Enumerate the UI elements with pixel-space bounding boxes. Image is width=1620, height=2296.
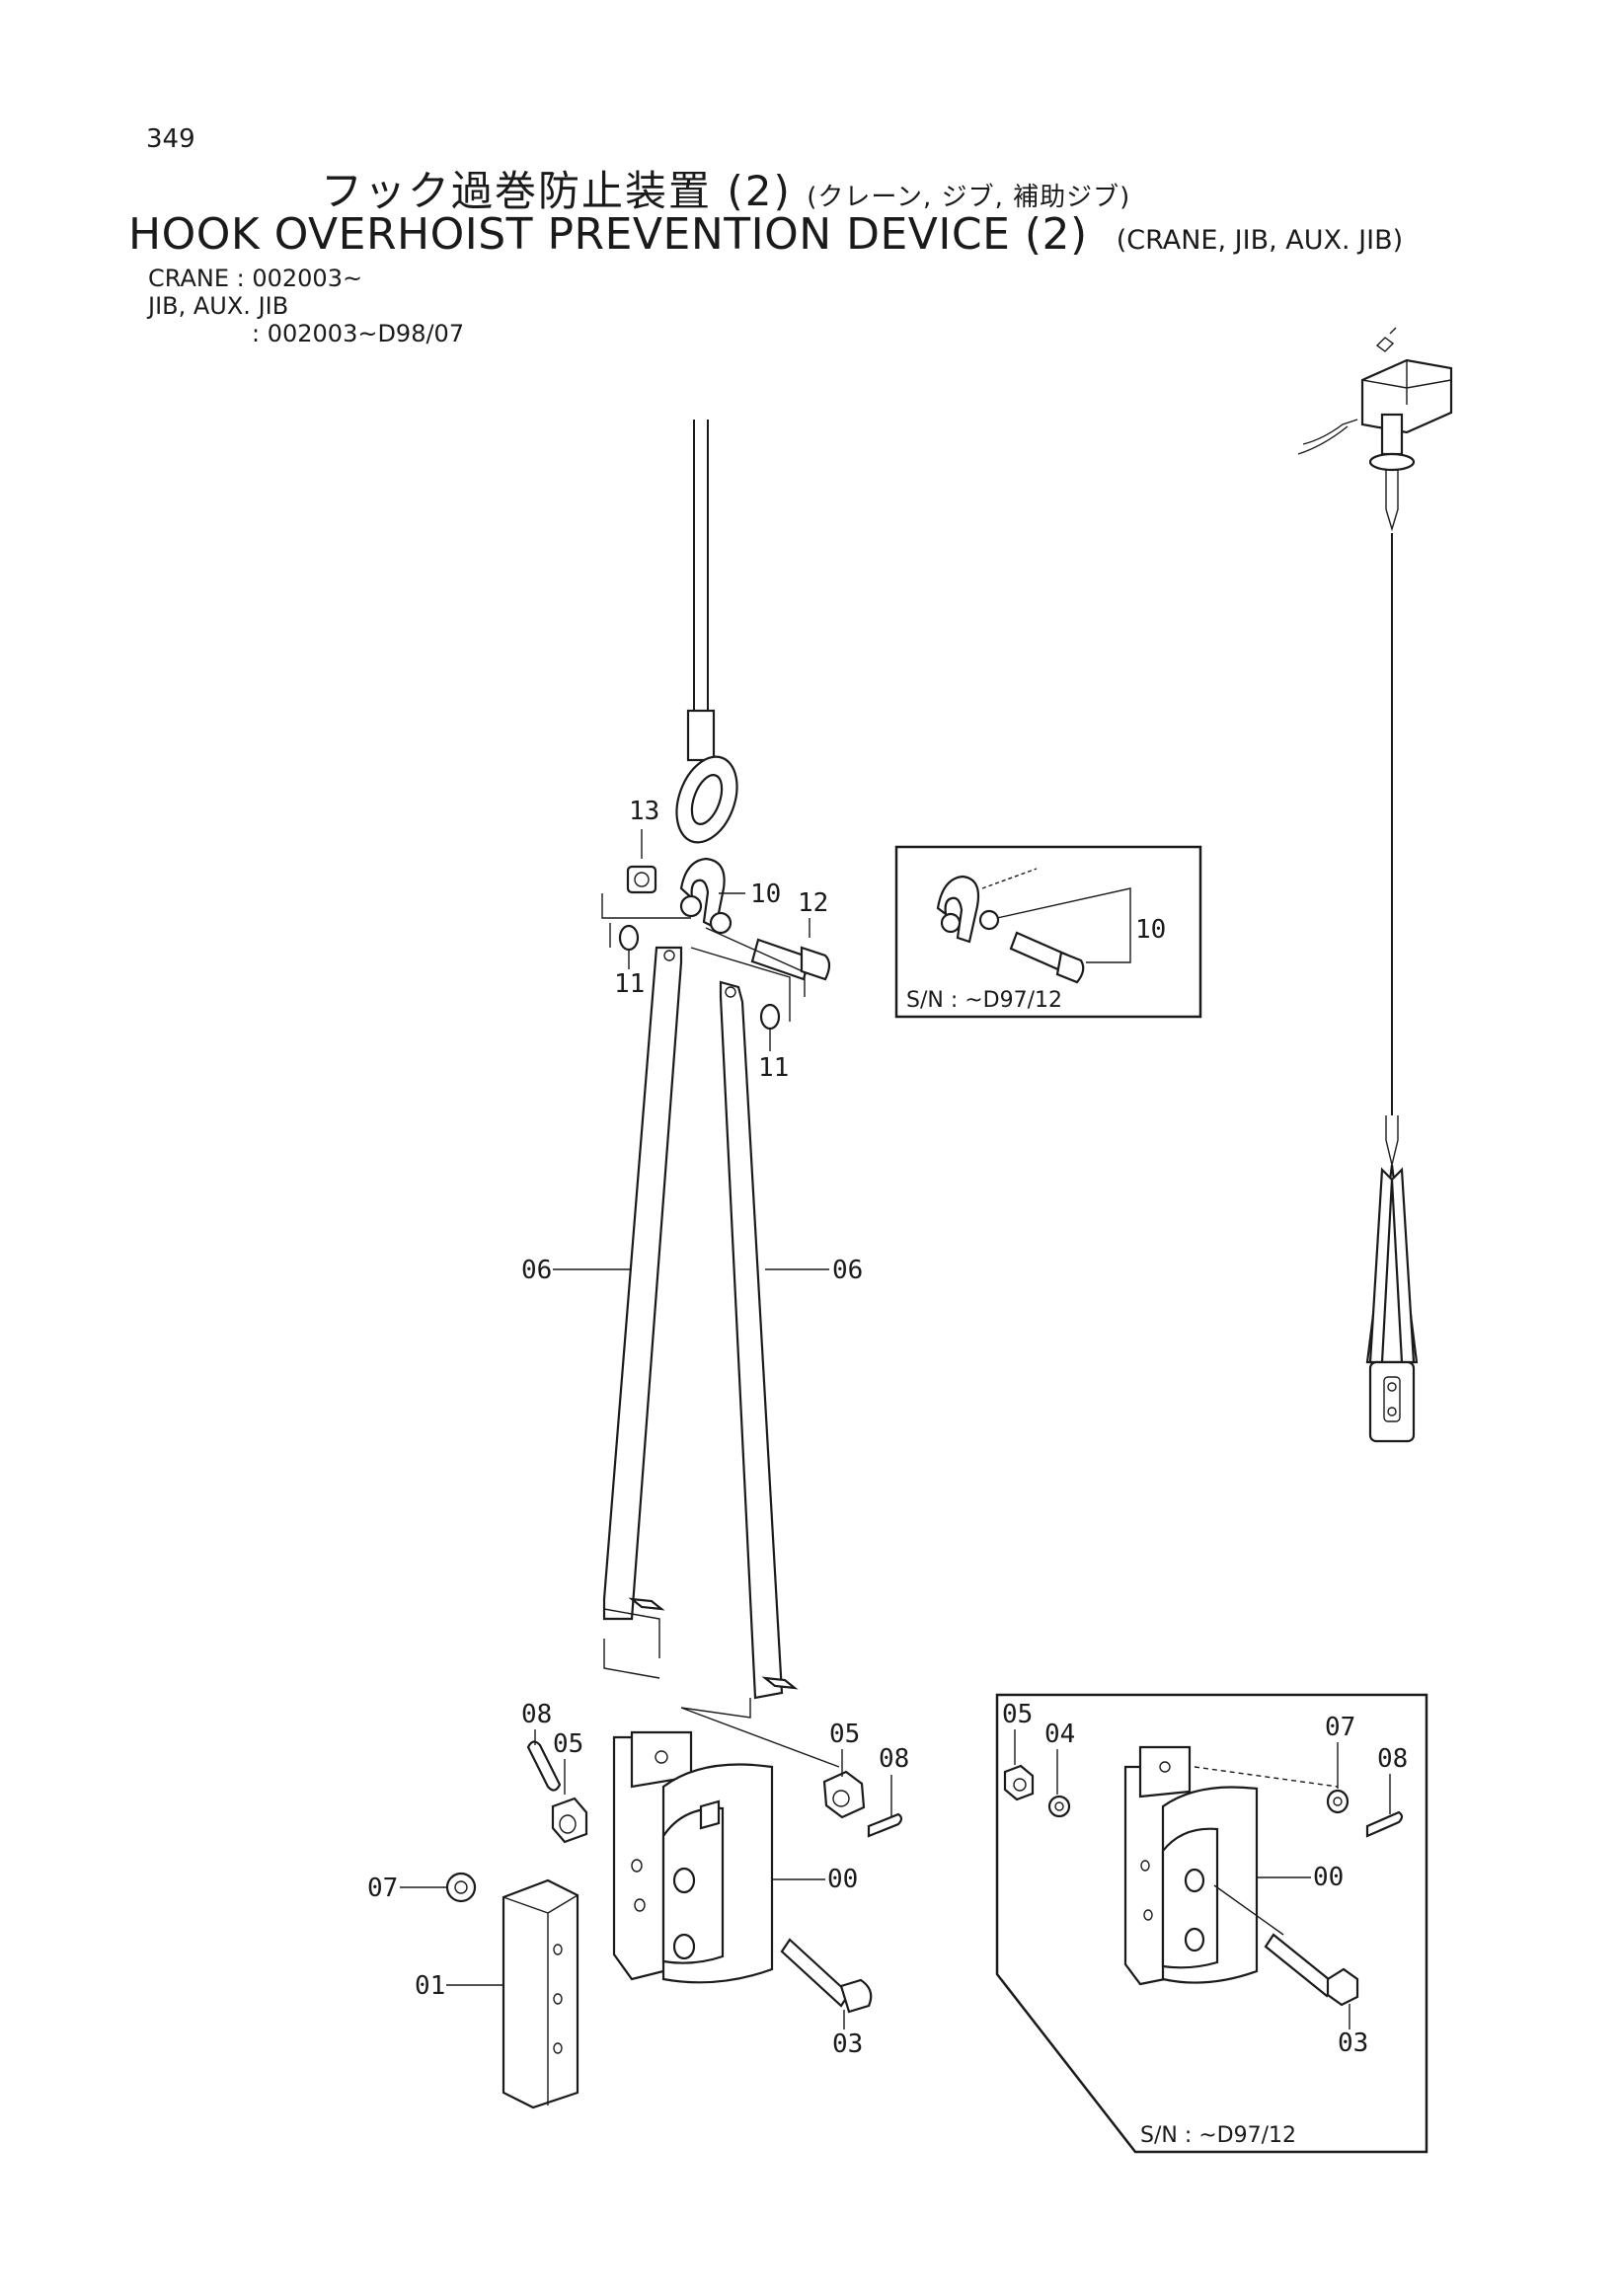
wire-rope [675, 420, 738, 844]
callout-05-left: 05 [553, 1729, 583, 1759]
title-jp-main: フック過巻防止装置 (2) [321, 167, 792, 215]
weight-bracket [612, 1730, 774, 1984]
callout-08-left: 08 [521, 1700, 552, 1729]
inset-bottom-callout-08: 08 [1377, 1744, 1408, 1774]
title-en-main: HOOK OVERHOIST PREVENTION DEVICE (2) [128, 209, 1088, 260]
inset-top: 10 S/N : ~D97/12 [894, 845, 1202, 1019]
inset-bottom-callout-04: 04 [1044, 1720, 1075, 1749]
callout-05-right: 05 [829, 1720, 860, 1749]
main-callouts: 13 10 12 11 11 06 06 08 05 05 08 07 00 0… [367, 797, 909, 2059]
inset-bottom-callout-00: 00 [1313, 1863, 1344, 1892]
title-japanese: フック過巻防止装置 (2) (クレーン, ジブ, 補助ジブ) [321, 158, 1130, 218]
inset-bottom-callout-05: 05 [1002, 1700, 1033, 1729]
inset-top-serial-note: S/N : ~D97/12 [906, 988, 1062, 1013]
callout-12: 12 [798, 888, 828, 918]
overview-illustration [1297, 327, 1453, 1443]
title-en-sub: (CRANE, JIB, AUX. JIB) [1116, 225, 1404, 256]
callout-13: 13 [629, 797, 659, 826]
shackle-assembly [626, 857, 831, 981]
callout-11-right: 11 [758, 1053, 789, 1083]
title-english: HOOK OVERHOIST PREVENTION DEVICE (2) (CR… [128, 209, 1403, 260]
serial-jib: JIB, AUX. JIB [148, 292, 289, 320]
title-jp-sub: (クレーン, ジブ, 補助ジブ) [807, 183, 1131, 212]
callout-01: 01 [415, 1971, 445, 2001]
callout-08-right: 08 [879, 1744, 909, 1774]
callout-00: 00 [827, 1865, 858, 1894]
callout-03: 03 [832, 2029, 863, 2059]
serial-jib-range: : 002003~D98/07 [252, 320, 465, 347]
page-number: 349 [146, 124, 195, 154]
inset-bottom-callout-07: 07 [1325, 1713, 1355, 1742]
callout-06-right: 06 [832, 1256, 863, 1285]
inset-bottom-callout-03: 03 [1338, 2028, 1368, 2058]
inset-bottom: 05 04 07 08 00 03 S/N : ~D97/12 [995, 1693, 1428, 2154]
link-plates [602, 946, 799, 1700]
washer-11-left [618, 924, 640, 952]
callout-10: 10 [750, 880, 781, 909]
callout-07: 07 [367, 1874, 398, 1903]
inset-bottom-serial-note: S/N : ~D97/12 [1140, 2123, 1296, 2148]
washer-11-right [759, 1003, 781, 1031]
callout-11-left: 11 [614, 969, 645, 999]
inset-top-callout-10: 10 [1135, 915, 1166, 945]
callout-06-left: 06 [521, 1256, 552, 1285]
hardware [445, 1740, 903, 2109]
serial-crane: CRANE : 002003~ [148, 265, 363, 292]
